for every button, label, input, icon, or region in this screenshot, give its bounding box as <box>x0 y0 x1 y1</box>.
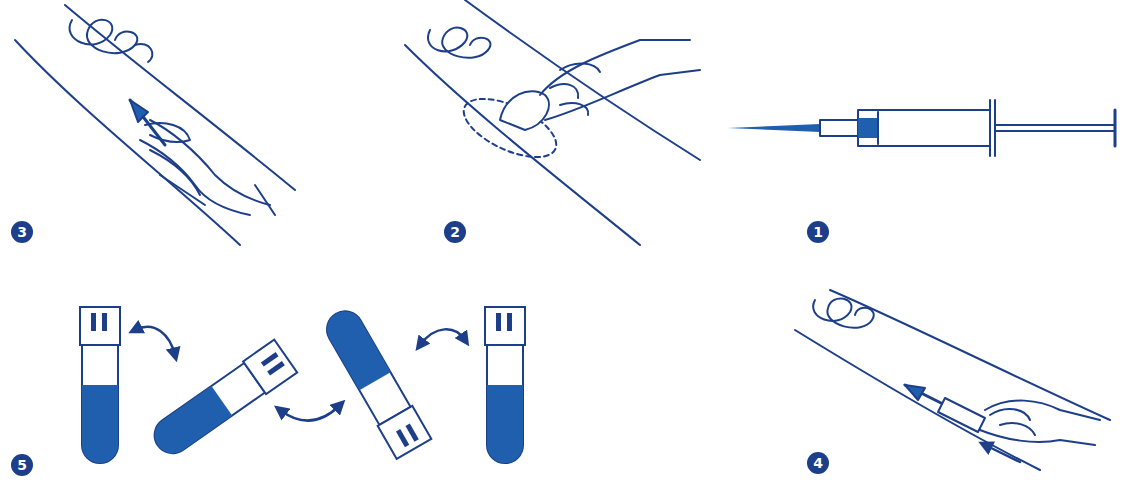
callout-discs <box>11 221 829 476</box>
callout-number: 2 <box>444 221 466 243</box>
blood-tubes <box>80 304 525 463</box>
callout-number: 3 <box>11 221 33 243</box>
arm-with-swab <box>405 0 700 245</box>
callout-number: 4 <box>807 452 829 474</box>
syringe <box>728 100 1115 156</box>
callout-number: 1 <box>807 221 829 243</box>
arm-with-blood-draw <box>795 290 1110 470</box>
arm-with-needle <box>15 5 295 245</box>
callout-number: 5 <box>11 454 33 476</box>
